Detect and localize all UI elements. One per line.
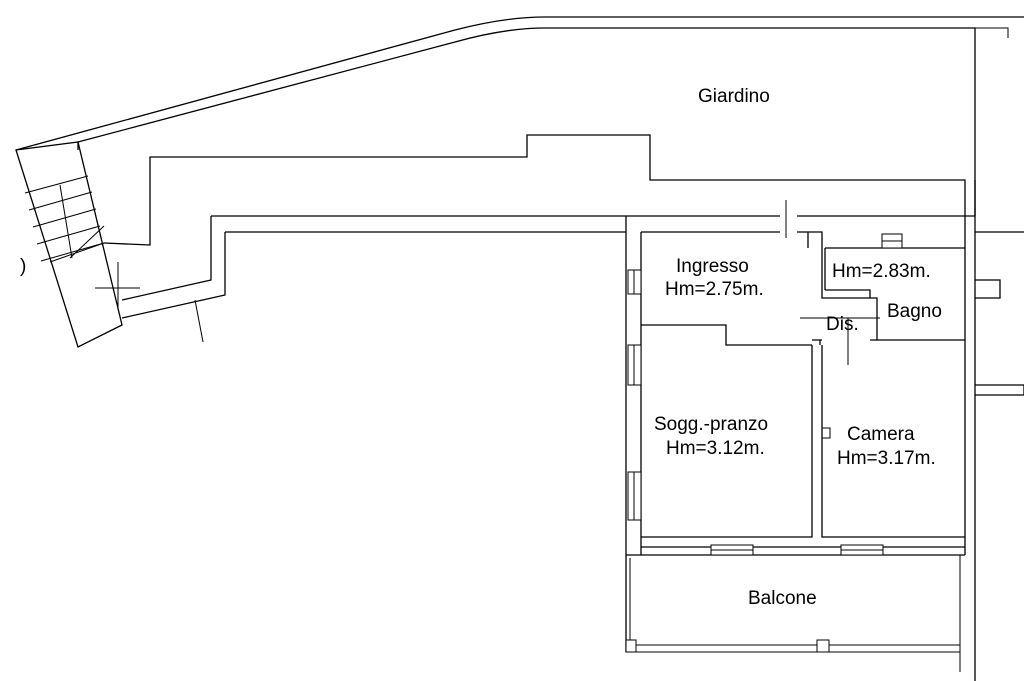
- edge-mark: ): [20, 256, 26, 277]
- windows: [627, 233, 903, 556]
- room-label-soggiorno: Sogg.-pranzo: [654, 414, 768, 435]
- room-label-balcone: Balcone: [748, 588, 817, 609]
- room-height-camera: Hm=3.17m.: [837, 448, 936, 469]
- room-height-soggiorno: Hm=3.12m.: [666, 438, 765, 459]
- balcony-railing: [625, 558, 960, 653]
- room-height-ingresso: Hm=2.75m.: [665, 279, 764, 300]
- room-height-bagno: Hm=2.83m.: [832, 261, 931, 282]
- garden-boundary: [15, 16, 1024, 228]
- room-label-camera: Camera: [847, 424, 915, 445]
- room-label-giardino: Giardino: [698, 86, 770, 107]
- garden-inner-wall: [77, 134, 976, 343]
- room-label-bagno: Bagno: [887, 301, 942, 322]
- room-label-disimpegno: Dis.: [826, 314, 859, 335]
- staircase: [15, 141, 140, 348]
- room-label-ingresso: Ingresso: [676, 256, 749, 277]
